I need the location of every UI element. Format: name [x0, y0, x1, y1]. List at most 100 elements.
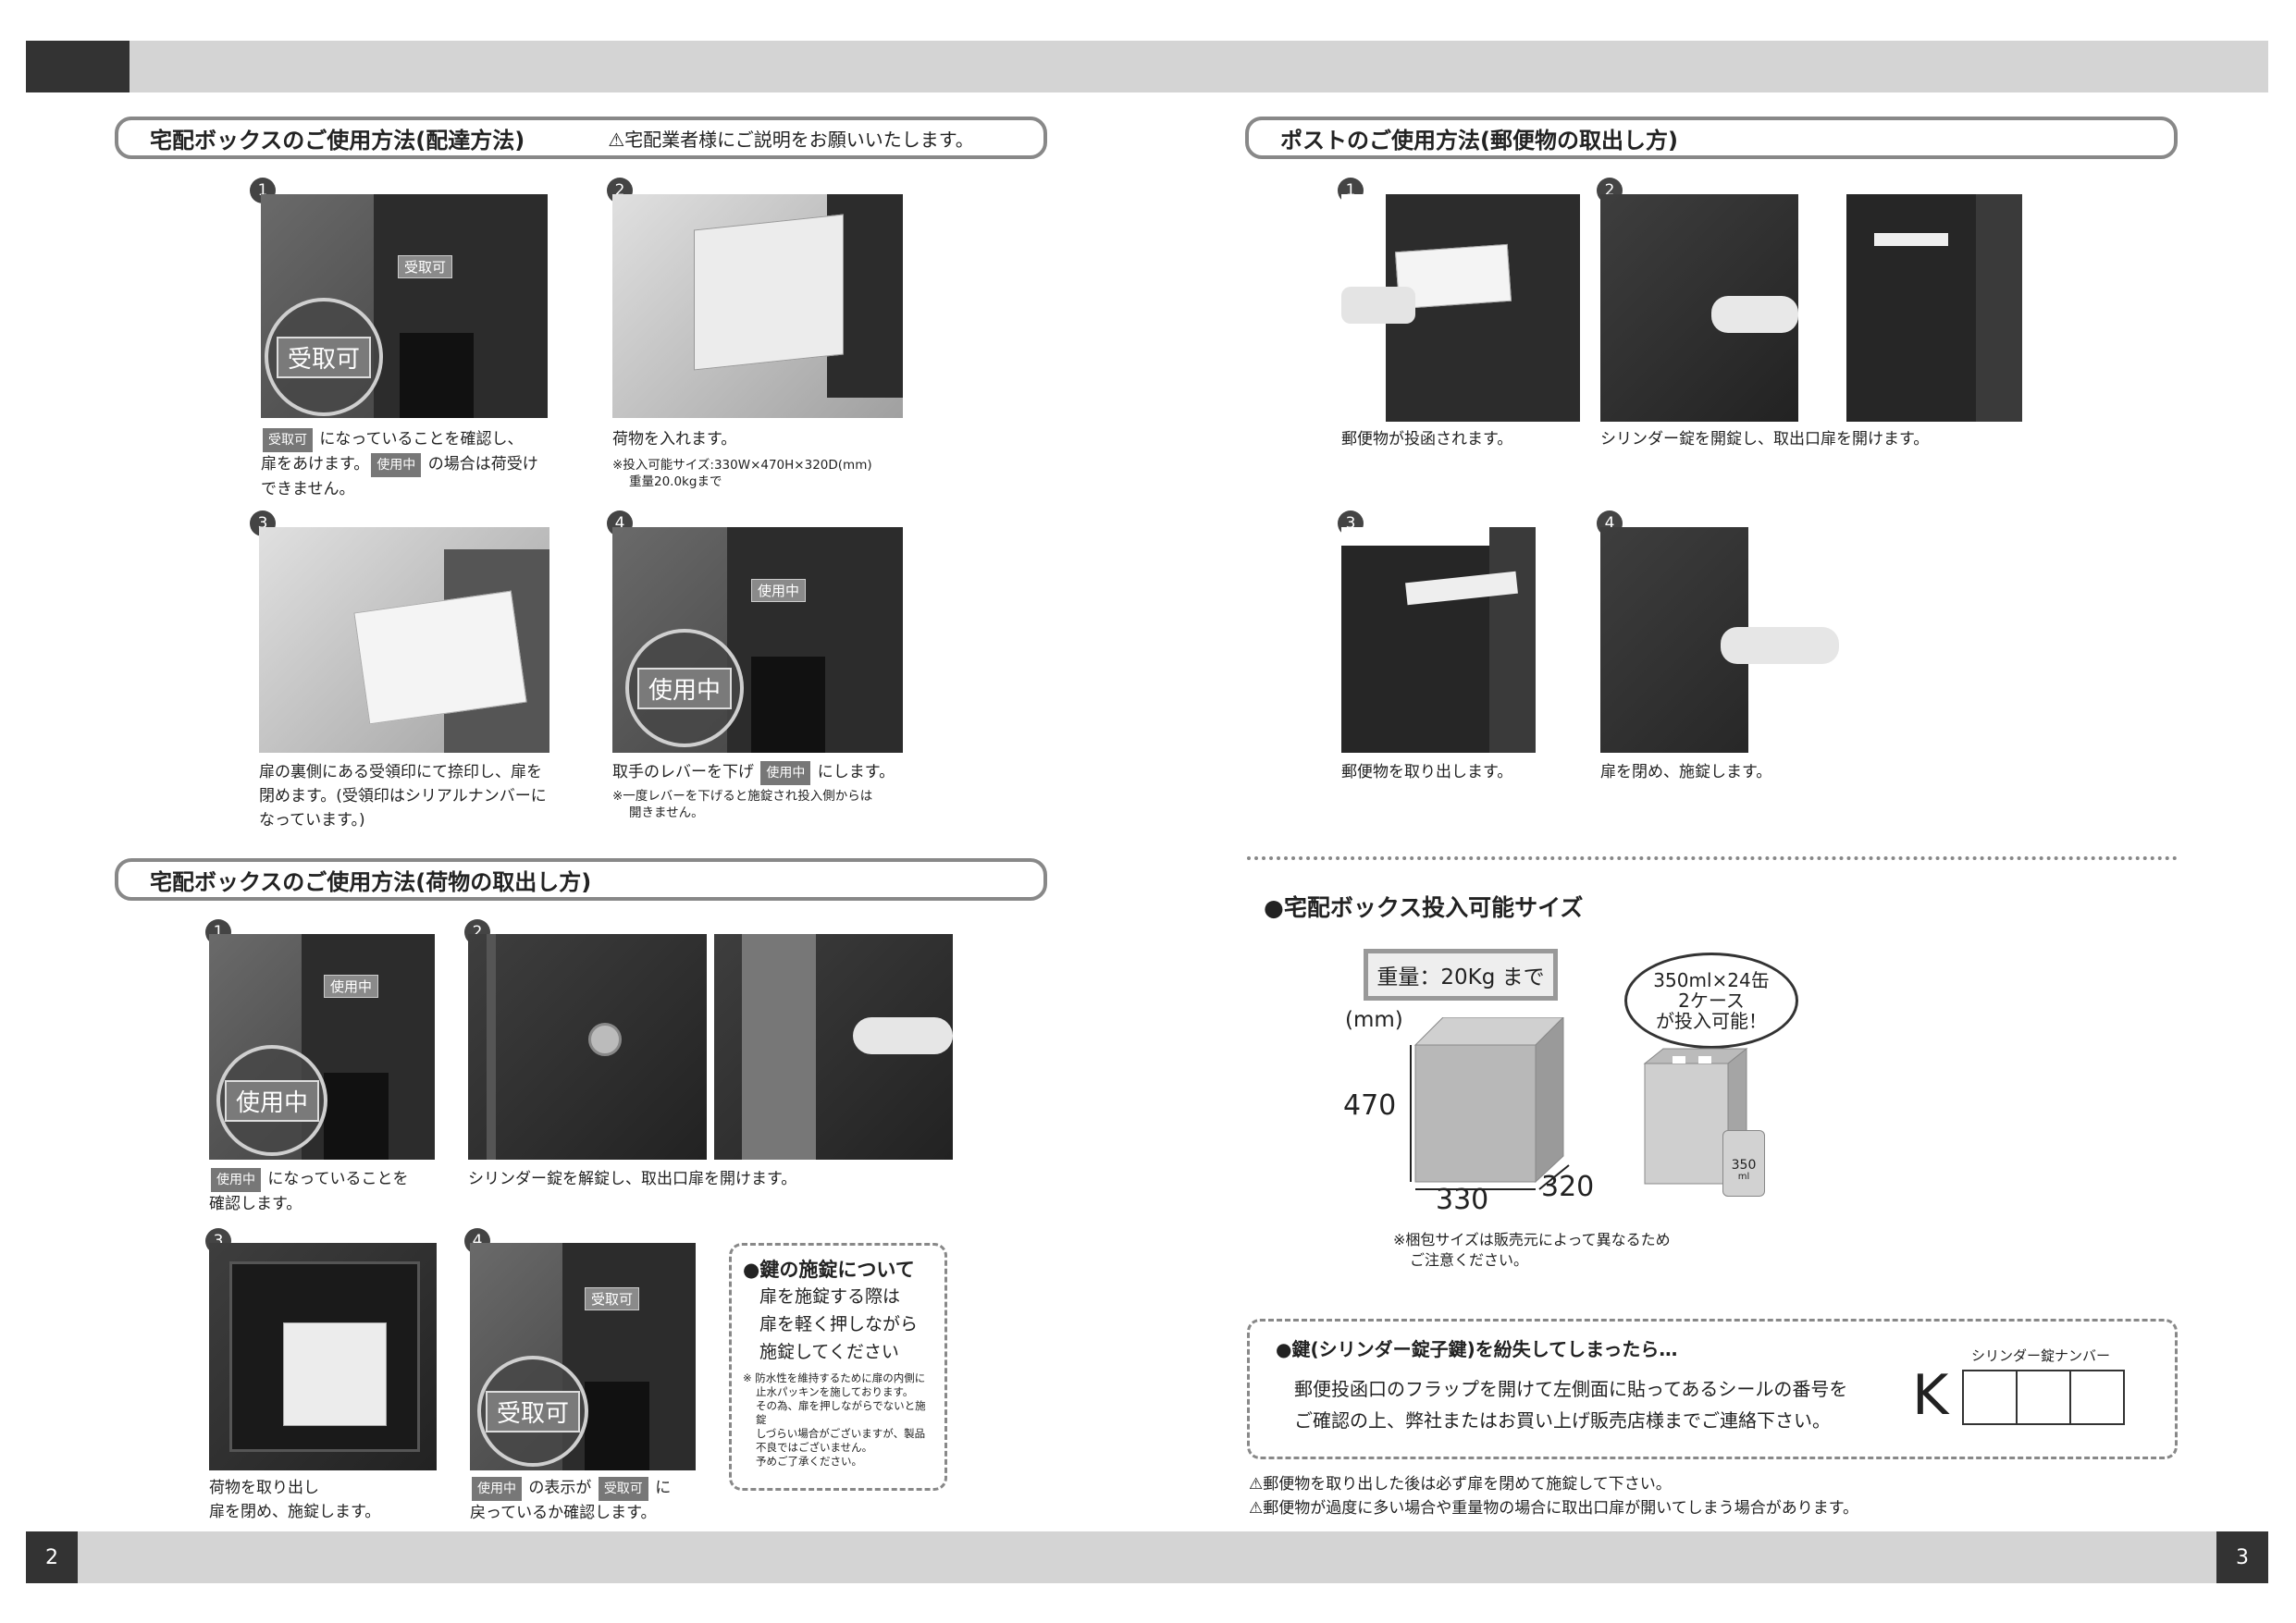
status-tag: 使用中	[760, 761, 811, 785]
bubble-label: 受取可	[485, 1390, 580, 1432]
caption-text: の場合は荷受け	[423, 455, 538, 473]
note-text: 開きません。	[629, 805, 704, 820]
status-tag: 受取可	[263, 428, 313, 452]
cylinder-prefix: K	[1912, 1363, 1949, 1428]
zoom-bubble: 使用中	[625, 629, 744, 747]
cylinder-digit-box[interactable]	[2069, 1370, 2125, 1425]
bottom-bar	[26, 1531, 2268, 1583]
note-text: ※投入可能サイズ:330W×470H×320D(mm)	[612, 458, 872, 473]
status-tag: 使用中	[472, 1477, 522, 1501]
lock-note-line: 扉を軽く押しながら	[759, 1314, 919, 1334]
status-tag: 使用中	[211, 1168, 261, 1192]
box-size-illustration	[1410, 1017, 1570, 1190]
warning-line: ⚠郵便物が過度に多い場合や重量物の場合に取出口扉が開いてしまう場合があります。	[1249, 1499, 1859, 1518]
bubble-label: 使用中	[224, 1079, 319, 1122]
step-photo	[1600, 194, 1798, 422]
zoom-bubble: 使用中	[216, 1045, 327, 1156]
section-divider	[1247, 856, 2178, 860]
top-bar-tab	[26, 41, 130, 92]
step-caption: 扉を閉め、施錠します。	[1600, 760, 1841, 784]
lock-note-small-line: しづらい場合がございますが、製品	[756, 1427, 926, 1440]
caption-text: 扉の裏側にある受領印にて捺印し、扉を	[259, 763, 542, 781]
bubble-label: 受取可	[276, 336, 371, 378]
section-note: ⚠宅配業者様にご説明をお願いいたします。	[608, 128, 974, 151]
caption-text: 郵便物が投函されます。	[1341, 430, 1513, 449]
lock-note-small: ※ 防水性を維持するために扉の内側に 止水パッキンを施しております。 その為、扉…	[743, 1371, 933, 1469]
caption-text: 扉をあけます。	[261, 455, 370, 473]
warnings: ⚠郵便物を取り出した後は必ず扉を閉めて施錠して下さい。 ⚠郵便物が過度に多い場合…	[1249, 1472, 1858, 1520]
step-caption: 使用中 になっていることを 確認します。	[209, 1167, 450, 1216]
step-photo	[468, 934, 707, 1160]
lock-note-small-line: 止水パッキンを施しております。	[756, 1385, 914, 1398]
dim-width: 330	[1436, 1184, 1489, 1216]
caption-text: にします。	[812, 763, 895, 781]
lost-key-body: 郵便投函口のフラップを開けて左側面に貼ってあるシールの番号を ご確認の上、弊社ま…	[1294, 1373, 1847, 1436]
step-photo	[1600, 527, 1839, 753]
warning-line: ⚠郵便物を取り出した後は必ず扉を閉めて施錠して下さい。	[1249, 1475, 1672, 1494]
caption-text: シリンダー錠を解錠し、取出口扉を開けます。	[468, 1170, 797, 1188]
step-caption: 受取可 になっていることを確認し、 扉をあけます。使用中 の場合は荷受け できま…	[261, 427, 566, 501]
step-caption: 荷物を取り出し 扉を閉め、施錠します。	[209, 1476, 450, 1524]
cylinder-number-label: シリンダー錠ナンバー	[1971, 1347, 2111, 1364]
bubble-line: 2ケース	[1678, 990, 1745, 1012]
caption-text: シリンダー錠を開錠し、取出口扉を開けます。	[1600, 430, 1930, 449]
step-caption: 使用中 の表示が 受取可 に 戻っているか確認します。	[470, 1476, 729, 1525]
section-title: ポストのご使用方法(郵便物の取出し方)	[1280, 127, 1678, 154]
step-photo	[1341, 527, 1580, 753]
caption-text: 閉めます。(受領印はシリアルナンバーに	[259, 787, 547, 805]
zoom-bubble: 受取可	[265, 298, 383, 416]
lock-note-small-line: 不良ではございません。	[756, 1441, 873, 1454]
can-unit: ml	[1737, 1172, 1750, 1182]
bubble-label: 使用中	[636, 667, 732, 709]
caption-text: なっています。)	[259, 811, 365, 830]
step-photo	[1341, 194, 1580, 422]
zoom-bubble: 受取可	[477, 1356, 588, 1467]
step-photo: 受取可 受取可	[470, 1243, 696, 1470]
cylinder-digit-box[interactable]	[1962, 1370, 2018, 1425]
weight-label: 重量：20Kg まで	[1364, 949, 1558, 1001]
step-caption: シリンダー錠を解錠し、取出口扉を開けます。	[468, 1167, 949, 1191]
step-note: ※一度レバーを下げると施錠され投入側からは 開きません。	[612, 788, 945, 821]
step-photo	[1846, 194, 2085, 422]
caption-text: 取手のレバーを下げ	[612, 763, 759, 781]
lock-note-small-line: ※ 防水性を維持するために扉の内側に	[743, 1371, 926, 1384]
caption-text: 確認します。	[209, 1195, 302, 1213]
lock-note-small-line: その為、扉を押しながらでないと施錠	[756, 1399, 926, 1426]
step-photo: 使用中 使用中	[612, 527, 903, 753]
note-text: ※梱包サイズは販売元によって異なるため	[1393, 1231, 1671, 1248]
note-text: ご注意ください。	[1410, 1251, 1529, 1269]
dim-height: 470	[1343, 1089, 1397, 1122]
door-sign: 使用中	[324, 975, 379, 998]
section-header-delivery: 宅配ボックスのご使用方法(配達方法) ⚠宅配業者様にご説明をお願いいたします。	[115, 117, 1047, 159]
door-sign: 受取可	[585, 1287, 640, 1310]
caption-text: できません。	[261, 480, 355, 498]
step-caption: シリンダー錠を開錠し、取出口扉を開けます。	[1600, 427, 2081, 451]
step-caption: 扉の裏側にある受領印にて捺印し、扉を 閉めます。(受領印はシリアルナンバーに な…	[259, 760, 574, 832]
caption-text: 戻っているか確認します。	[470, 1504, 657, 1522]
lock-note-body: 扉を施錠する際は 扉を軽く押しながら 施錠してください	[743, 1283, 933, 1366]
lost-key-line: 郵便投函口のフラップを開けて左側面に貼ってあるシールの番号を	[1294, 1378, 1848, 1400]
lock-note-box: ●鍵の施錠について 扉を施錠する際は 扉を軽く押しながら 施錠してください ※ …	[729, 1243, 947, 1491]
size-note: ※梱包サイズは販売元によって異なるため ご注意ください。	[1393, 1230, 1671, 1271]
top-bar	[26, 41, 2268, 92]
cylinder-digit-box[interactable]	[2016, 1370, 2071, 1425]
lock-note-line: 施錠してください	[759, 1342, 899, 1362]
step-photo	[714, 934, 953, 1160]
caption-text: に	[649, 1479, 672, 1497]
key-cylinder-icon	[588, 1023, 622, 1056]
step-photo	[612, 194, 903, 418]
lost-key-title: ●鍵(シリンダー錠子鍵)を紛失してしまったら…	[1276, 1338, 1678, 1360]
caption-text: の表示が	[524, 1479, 597, 1497]
section-header-retrieval: 宅配ボックスのご使用方法(荷物の取出し方)	[115, 858, 1047, 901]
step-caption: 取手のレバーを下げ 使用中 にします。	[612, 760, 945, 785]
lock-note-line: 扉を施錠する際は	[759, 1286, 901, 1307]
step-photo	[209, 1243, 437, 1470]
step-photo: 受取可 受取可	[261, 194, 548, 418]
size-title: ●宅配ボックス投入可能サイズ	[1264, 894, 1584, 921]
capacity-bubble: 350ml×24缶 2ケース が投入可能！	[1624, 953, 1798, 1049]
case-illustration	[1643, 1047, 1748, 1186]
section-title: 宅配ボックスのご使用方法(配達方法)	[150, 127, 525, 154]
lock-note-title: ●鍵の施錠について	[743, 1259, 915, 1281]
caption-text: 扉を閉め、施錠します。	[209, 1503, 381, 1521]
door-sign: 受取可	[398, 255, 453, 278]
